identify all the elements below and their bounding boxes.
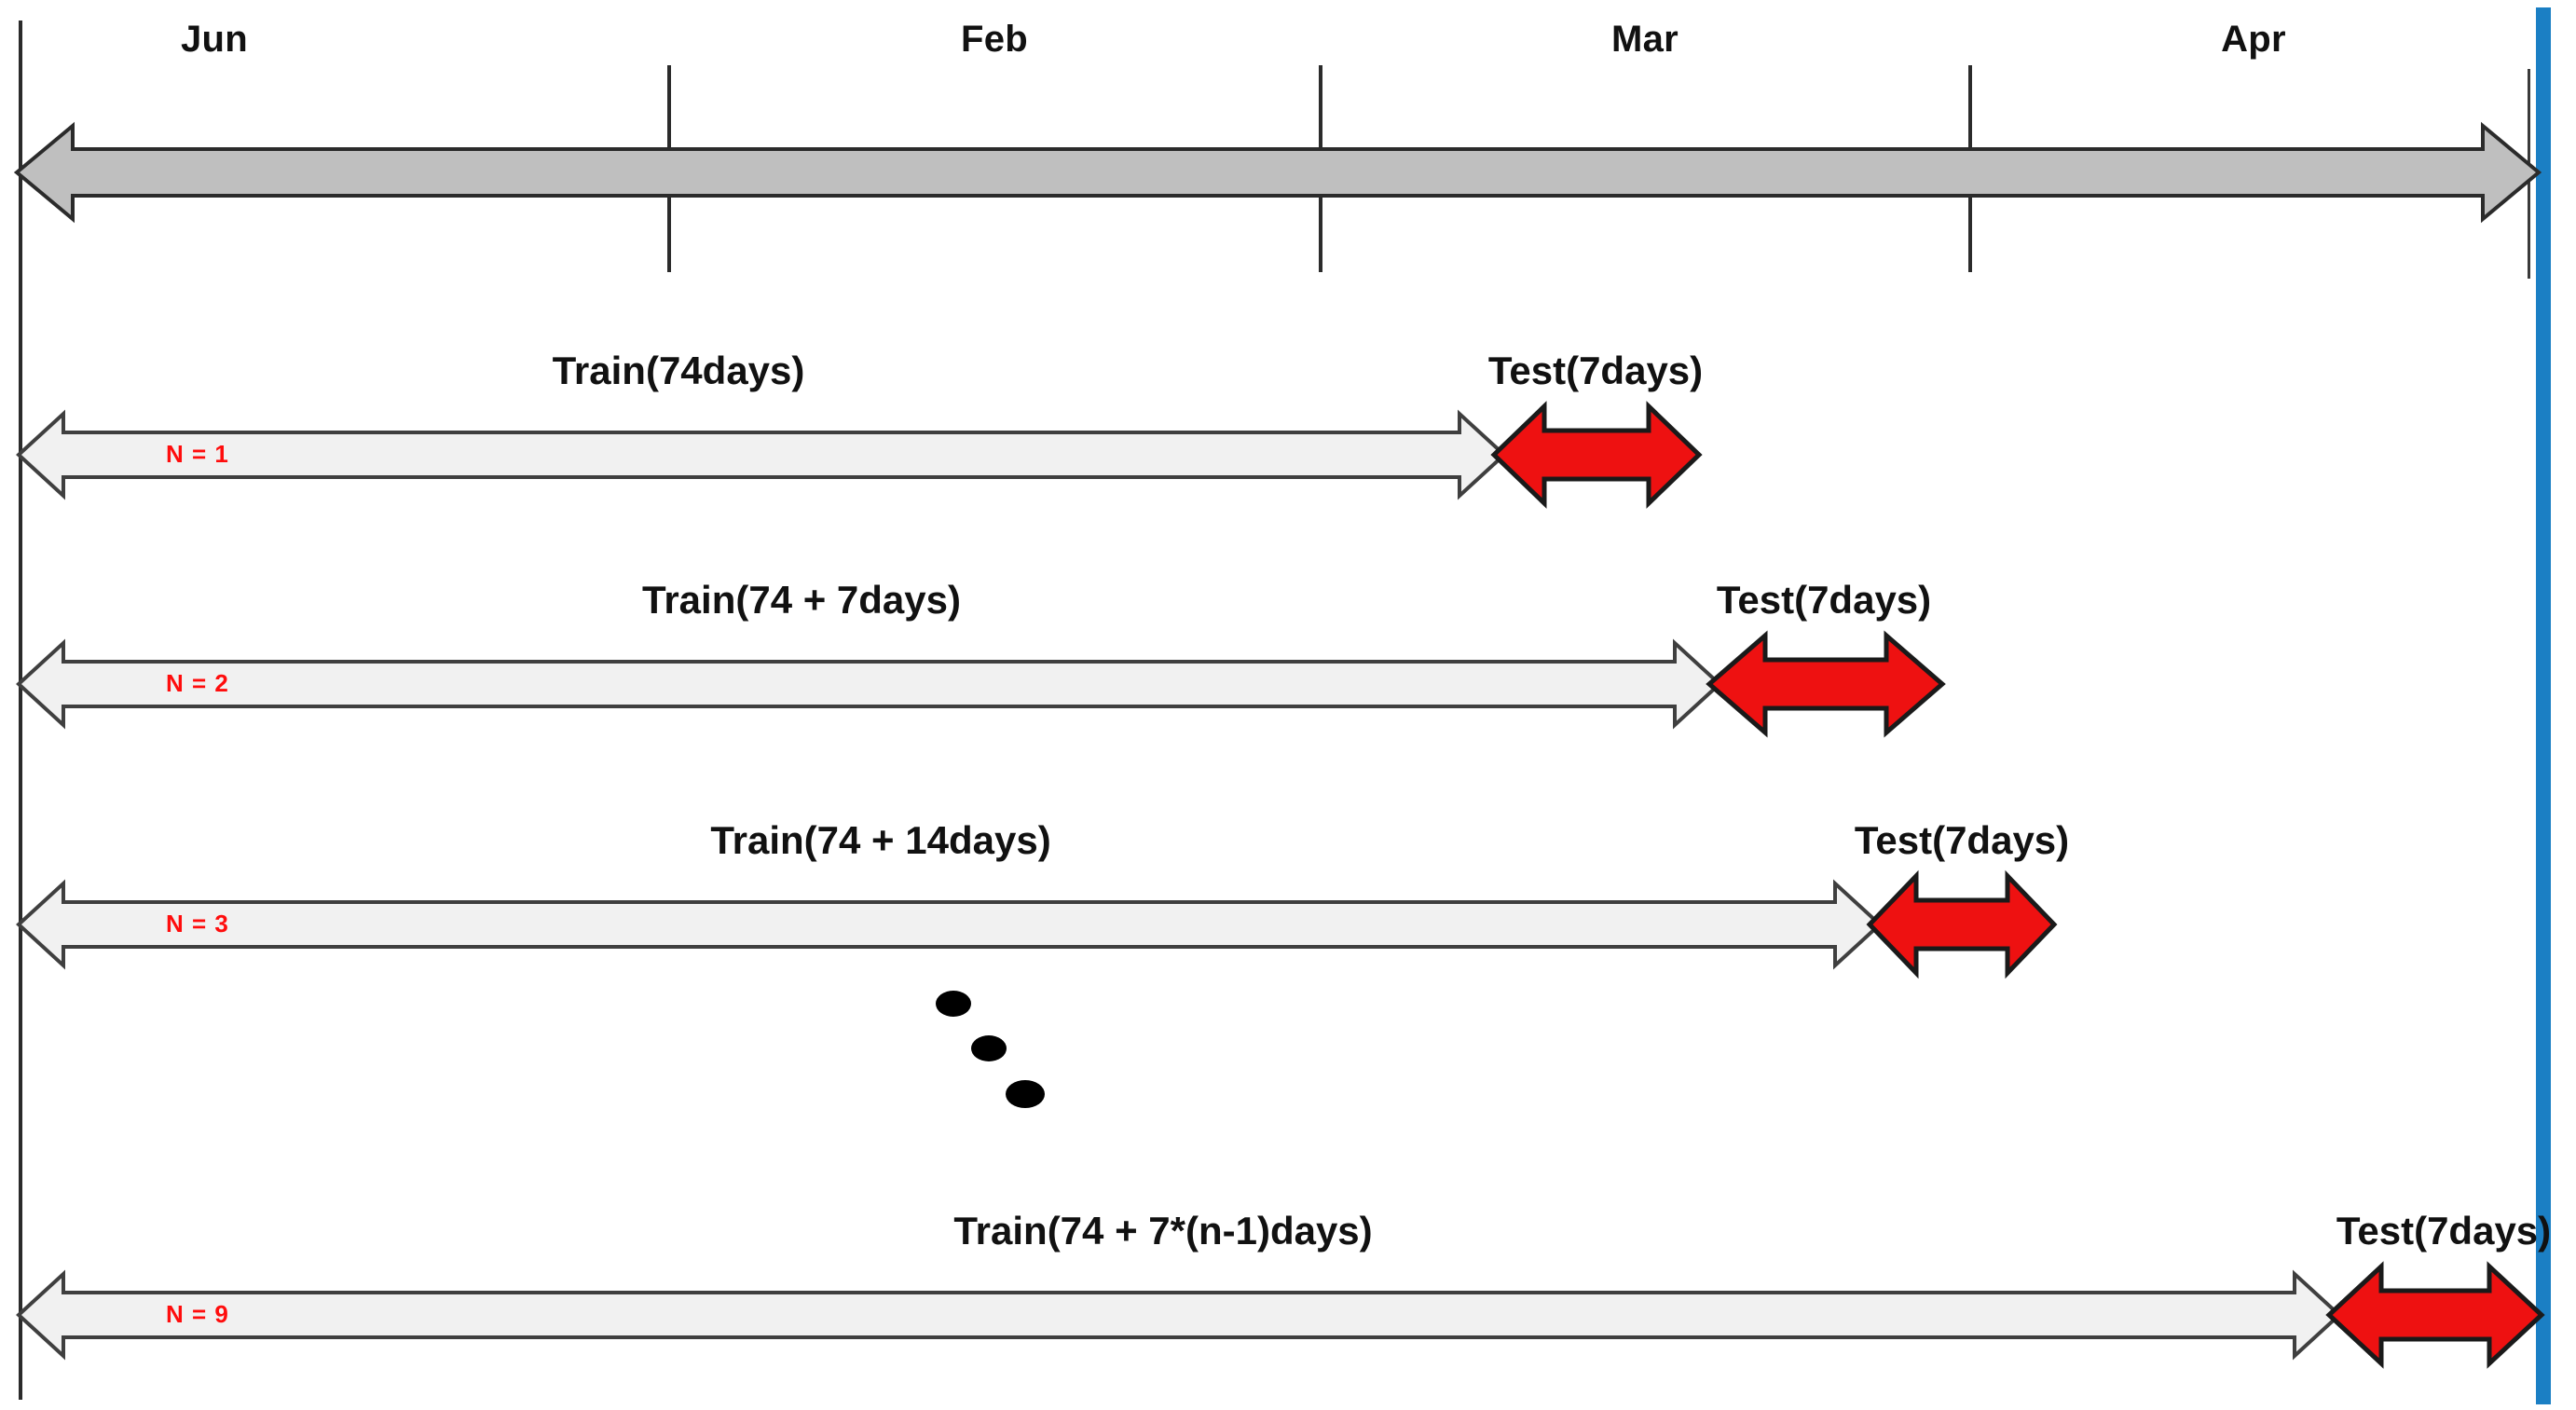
present-day-marker-line [2536, 7, 2551, 1404]
fold-1-train-arrow [16, 409, 1507, 500]
fold-2-test-label: Test(7days) [1716, 578, 1932, 622]
fold-3-number-label: N = 3 [166, 910, 229, 938]
fold-4-test-arrow [2325, 1261, 2545, 1369]
fold-4-train-arrow [16, 1269, 2342, 1361]
ellipsis-dot-3 [1006, 1080, 1045, 1108]
fold-3-test-arrow [1866, 869, 2058, 979]
fold-4-train-label: Train(74 + 7*(n-1)days) [953, 1209, 1373, 1253]
fold-1-test-label: Test(7days) [1487, 349, 1704, 392]
month-label-jun: Jun [180, 19, 248, 60]
fold-2-test-arrow [1706, 630, 1946, 738]
fold-3-train-label: Train(74 + 14days) [710, 818, 1051, 862]
month-label-feb: Feb [960, 19, 1028, 60]
fold-3-train-arrow [16, 879, 1883, 970]
ellipsis-dot-1 [936, 991, 971, 1017]
left-boundary-line [19, 21, 22, 1400]
fold-1-train-label: Train(74days) [552, 349, 805, 392]
fold-1-test-arrow [1490, 401, 1703, 509]
ellipsis-dot-2 [971, 1035, 1007, 1061]
fold-1-number-label: N = 1 [166, 440, 229, 468]
fold-4-test-label: Test(7days) [2336, 1209, 2552, 1253]
fold-2-train-arrow [16, 638, 1722, 730]
fold-3-test-label: Test(7days) [1854, 818, 2070, 862]
main-timeline-arrow [13, 121, 2542, 224]
fold-4-number-label: N = 9 [166, 1300, 229, 1328]
fold-2-number-label: N = 2 [166, 669, 229, 697]
month-label-mar: Mar [1610, 19, 1679, 60]
fold-2-train-label: Train(74 + 7days) [641, 578, 961, 622]
month-label-apr: Apr [2221, 19, 2286, 60]
